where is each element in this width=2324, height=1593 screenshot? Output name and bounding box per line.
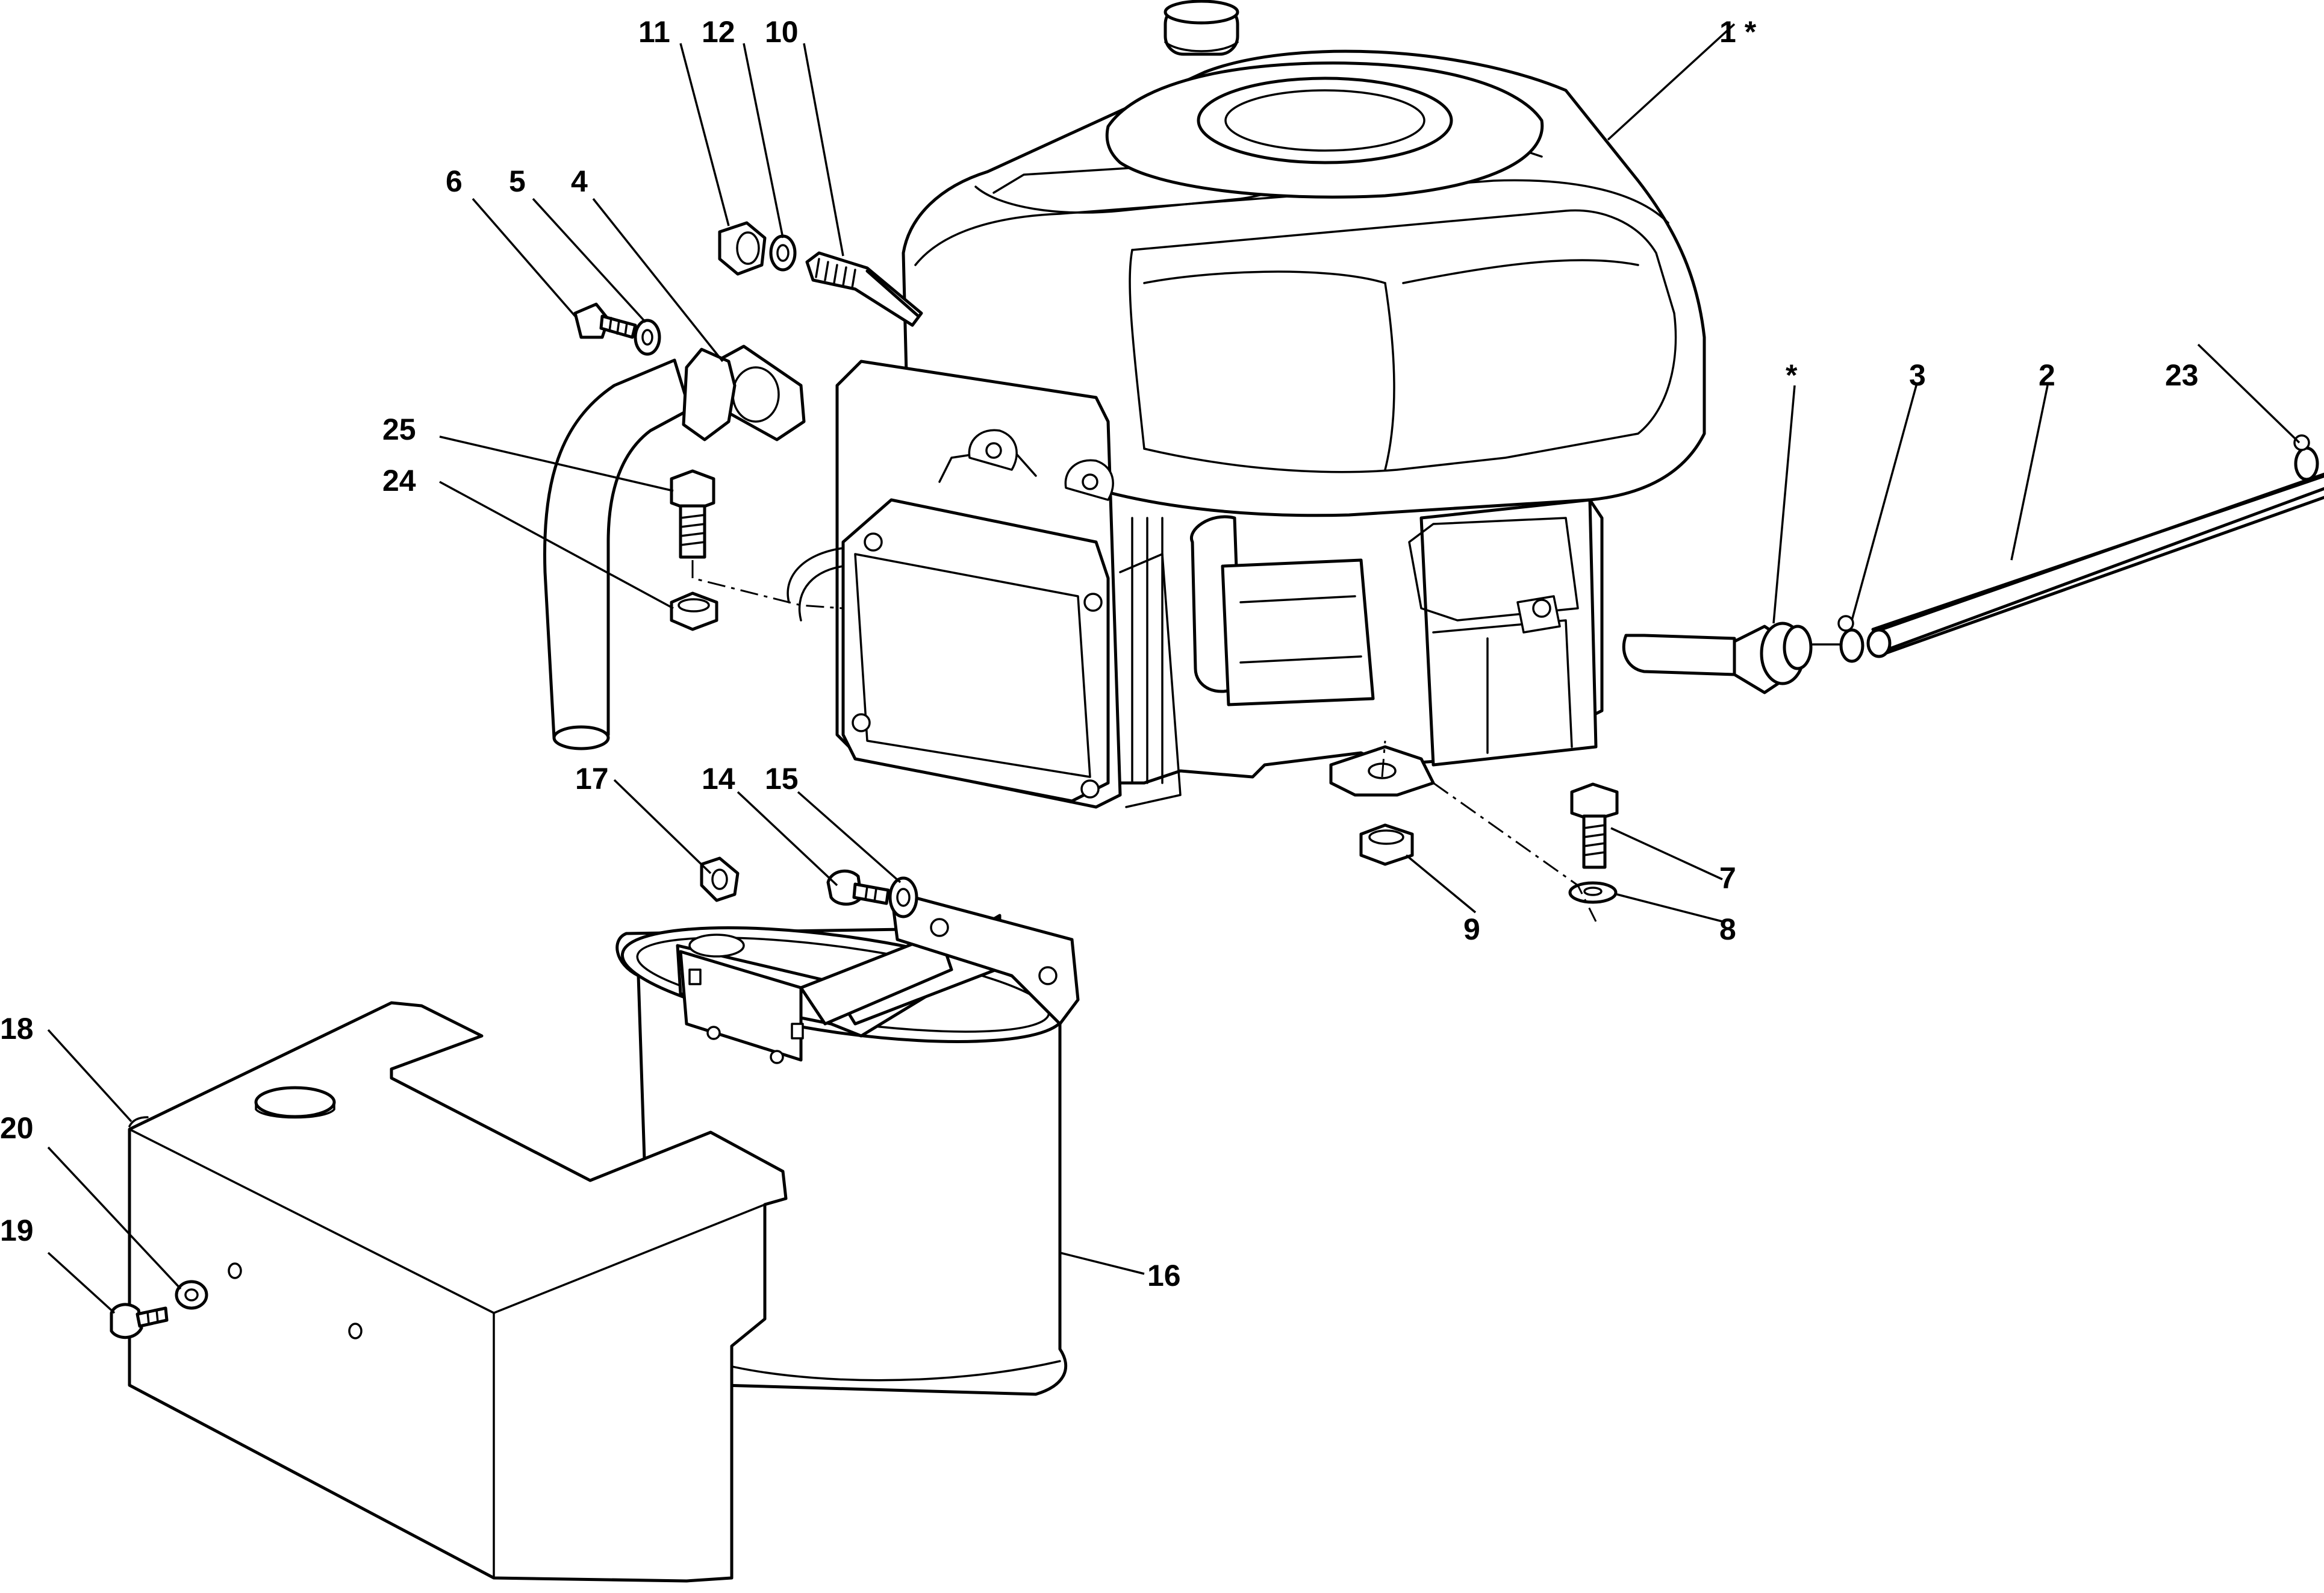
nut-11 [718, 221, 767, 276]
engine [787, 0, 1736, 809]
label-part-25: 25 [382, 413, 416, 446]
flange-plate [682, 348, 737, 441]
hose-clamp-23 [2293, 434, 2319, 481]
label-part-19: 19 [0, 1214, 34, 1247]
label-part-7: 7 [1719, 861, 1736, 895]
label-part-15: 15 [765, 762, 799, 796]
label-part-17: 17 [575, 762, 609, 796]
label-part-10: 10 [765, 15, 799, 49]
stud-10 [805, 251, 923, 327]
bolt-7 [1570, 782, 1619, 869]
label-part-9: 9 [1463, 912, 1480, 946]
heat-shield [128, 1001, 788, 1583]
serrated-washer-15 [888, 876, 918, 918]
washer-20 [175, 1280, 208, 1310]
bolt-14 [826, 869, 890, 906]
label-part-5: 5 [509, 164, 526, 198]
label-part-14: 14 [702, 762, 735, 796]
label-fuel-filter-star: * [1786, 358, 1798, 392]
label-part-1: 1 * [1719, 15, 1757, 49]
fuel-filter-assembly [1733, 622, 1844, 694]
lock-washer-8 [1568, 881, 1618, 904]
label-part-6: 6 [446, 164, 463, 198]
washer-12 [769, 234, 797, 272]
label-part-23: 23 [2165, 358, 2199, 392]
label-part-12: 12 [702, 15, 735, 49]
washer-5 [634, 319, 661, 356]
label-part-18: 18 [0, 1012, 34, 1046]
label-part-24: 24 [382, 464, 416, 497]
fuel-hose [1866, 472, 2324, 658]
label-part-16: 16 [1147, 1259, 1181, 1292]
nut-9 [1359, 823, 1414, 866]
part-labels: 1 * * 3 2 23 11 12 10 6 5 4 25 24 7 8 9 … [0, 15, 2199, 1292]
screw-19 [110, 1303, 169, 1339]
hose-clamp-3 [1837, 615, 1864, 663]
clip-nut-17 [700, 856, 740, 902]
nut-24 [670, 591, 718, 631]
label-part-4: 4 [571, 164, 588, 198]
label-part-11: 11 [638, 15, 670, 49]
leader-lines [47, 23, 2301, 1314]
breather-tube [543, 358, 691, 750]
bolt-25 [670, 469, 715, 559]
label-part-3: 3 [1909, 358, 1926, 392]
label-part-8: 8 [1719, 912, 1736, 946]
label-part-20: 20 [0, 1111, 34, 1145]
bolt-6 [573, 302, 637, 339]
label-part-2: 2 [2039, 358, 2055, 392]
